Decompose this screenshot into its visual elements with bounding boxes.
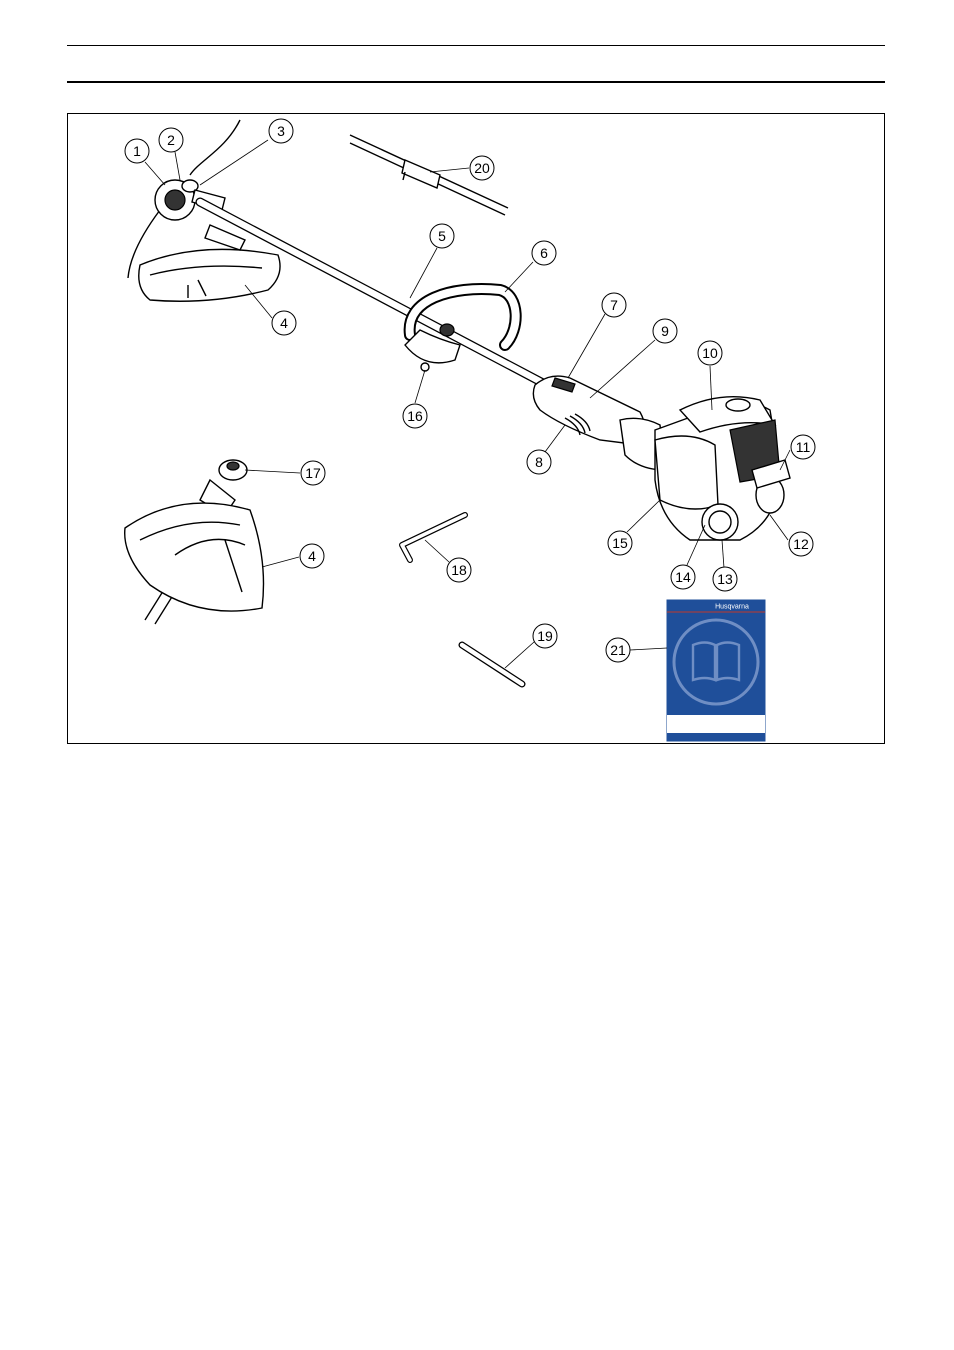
svg-text:1: 1 xyxy=(133,143,141,159)
callout-3: 3 xyxy=(269,119,293,143)
svg-text:2: 2 xyxy=(167,132,175,148)
grass-shield xyxy=(125,460,264,624)
callout-12: 12 xyxy=(789,532,813,556)
svg-text:3: 3 xyxy=(277,123,285,139)
svg-text:9: 9 xyxy=(661,323,669,339)
callout-13: 13 xyxy=(713,567,737,591)
callout-17: 17 xyxy=(301,461,325,485)
callout-18: 18 xyxy=(447,558,471,582)
callout-6: 6 xyxy=(532,241,556,265)
callout-4-upper: 4 xyxy=(272,311,296,335)
svg-text:6: 6 xyxy=(540,245,548,261)
hex-key xyxy=(402,515,465,560)
callout-1: 1 xyxy=(125,139,149,163)
manual-brand-logo: Husqvarna xyxy=(715,604,749,611)
callout-21: 21 xyxy=(606,638,630,662)
callout-9: 9 xyxy=(653,319,677,343)
callout-8: 8 xyxy=(527,450,551,474)
callout-2: 2 xyxy=(159,128,183,152)
callout-15: 15 xyxy=(608,531,632,555)
svg-text:15: 15 xyxy=(612,535,628,551)
engine-unit xyxy=(620,397,790,540)
svg-text:4: 4 xyxy=(280,315,288,331)
callout-14: 14 xyxy=(671,565,695,589)
callout-11: 11 xyxy=(791,435,815,459)
callout-19: 19 xyxy=(533,624,557,648)
svg-text:7: 7 xyxy=(610,297,618,313)
callout-20: 20 xyxy=(470,156,494,180)
operators-manual: Husqvarna xyxy=(667,600,765,741)
svg-text:8: 8 xyxy=(535,454,543,470)
callout-4-lower: 4 xyxy=(300,544,324,568)
svg-text:12: 12 xyxy=(793,536,809,552)
callout-7: 7 xyxy=(602,293,626,317)
svg-text:18: 18 xyxy=(451,562,467,578)
callout-16: 16 xyxy=(403,404,427,428)
svg-text:5: 5 xyxy=(438,228,446,244)
locking-pin xyxy=(462,645,522,684)
callout-10: 10 xyxy=(698,341,722,365)
svg-text:4: 4 xyxy=(308,548,316,564)
svg-text:14: 14 xyxy=(675,569,691,585)
callout-5: 5 xyxy=(430,224,454,248)
svg-text:19: 19 xyxy=(537,628,553,644)
svg-text:11: 11 xyxy=(796,439,811,455)
svg-text:17: 17 xyxy=(305,465,321,481)
svg-text:21: 21 xyxy=(610,642,626,658)
svg-text:16: 16 xyxy=(407,408,423,424)
svg-text:13: 13 xyxy=(717,571,733,587)
svg-text:20: 20 xyxy=(474,160,490,176)
svg-text:10: 10 xyxy=(702,345,718,361)
